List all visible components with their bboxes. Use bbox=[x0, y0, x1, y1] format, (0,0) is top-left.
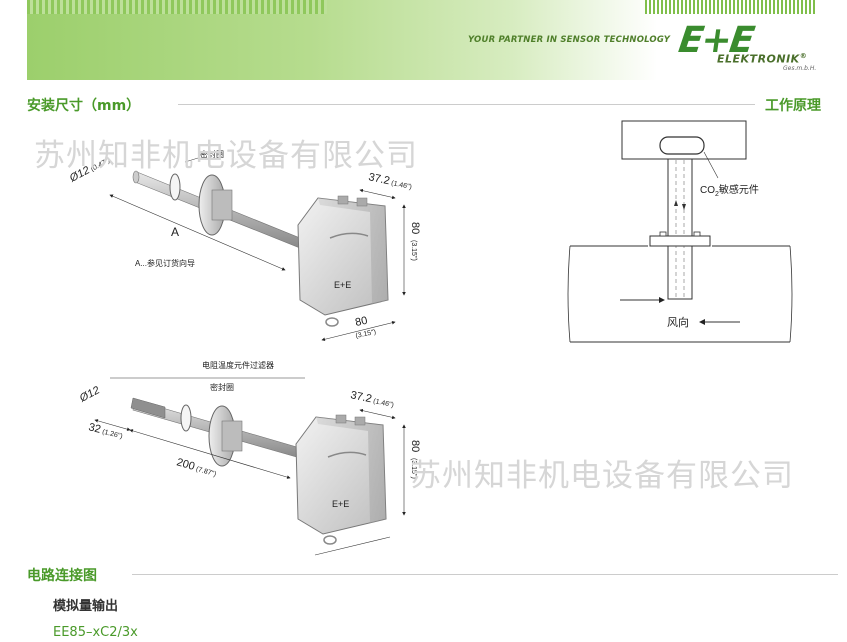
seal-ring bbox=[180, 404, 192, 432]
probe-tube bbox=[667, 158, 693, 300]
svg-text:E+E: E+E bbox=[332, 499, 349, 509]
header-banner: YOUR PARTNER IN SENSOR TECHNOLOGY E+E EL… bbox=[27, 0, 835, 80]
svg-text:200(7.87"): 200(7.87") bbox=[175, 456, 218, 479]
dim-tip-inch: (1.26") bbox=[101, 429, 123, 441]
top-sensor-drawing: E+E Ø12(0.47") 密封圈 37.2(1.46") 80 (3.15"… bbox=[67, 149, 421, 342]
banner-stripes-right bbox=[645, 0, 815, 14]
filter-label: 电阻温度元件过滤器 bbox=[202, 360, 274, 370]
dim-depth: 80 bbox=[354, 315, 368, 329]
output-title: 模拟量输出 bbox=[53, 599, 119, 614]
sensor-label-sub: 2 bbox=[715, 191, 719, 198]
brand-name: ELEKTRONIK® bbox=[717, 52, 807, 66]
model-number: EE85–xC2/3x bbox=[53, 625, 138, 640]
svg-text:37.2(1.46"): 37.2(1.46") bbox=[349, 389, 395, 410]
company-tagline: YOUR PARTNER IN SENSOR TECHNOLOGY bbox=[468, 35, 671, 45]
housing-logo-mark bbox=[329, 232, 369, 239]
dim-width-inch: (1.46") bbox=[390, 180, 412, 191]
svg-text:E+E: E+E bbox=[334, 280, 351, 290]
seal-label: 密封圈 bbox=[200, 149, 224, 159]
probe-tip bbox=[132, 170, 140, 184]
dim-height: 80 bbox=[409, 440, 421, 452]
duct-flange bbox=[649, 235, 711, 247]
dim-height-inch: (3.15") bbox=[410, 240, 417, 261]
dim-height: 80 bbox=[409, 222, 421, 234]
svg-text:CO2敏感元件: CO2敏感元件 bbox=[700, 183, 759, 198]
cable-gland bbox=[323, 535, 337, 545]
seal-label: 密封圈 bbox=[210, 382, 234, 392]
seal-ring bbox=[169, 173, 181, 201]
temperature-filter bbox=[130, 397, 166, 419]
section-divider bbox=[178, 104, 755, 105]
dim-width-inch: (1.46") bbox=[372, 398, 394, 409]
airflow-label: 风向 bbox=[667, 315, 689, 329]
dim-length-inch: (7.87") bbox=[195, 466, 217, 478]
co2-sensor-element bbox=[659, 136, 705, 155]
dim-length: 200 bbox=[175, 456, 196, 473]
bottom-sensor-drawing: E+E 电阻温度元件过滤器 Ø12 密封圈 37.2(1.46") 80 (3.… bbox=[77, 360, 421, 556]
sensor-label-co: CO bbox=[700, 185, 715, 196]
brand-text: ELEKTRONIK bbox=[717, 52, 800, 66]
watermark: 苏州知非机电设备有限公司 bbox=[34, 138, 418, 174]
dim-width: 37.2 bbox=[367, 171, 390, 187]
dim-height-inch: (3.15") bbox=[410, 458, 417, 479]
section-title-principle: 工作原理 bbox=[765, 98, 821, 114]
section-title-wiring: 电路连接图 bbox=[27, 568, 97, 584]
sensor-label-rest: 敏感元件 bbox=[719, 183, 759, 196]
section-title-dimensions: 安装尺寸（mm） bbox=[27, 98, 141, 114]
principle-diagram: CO2敏感元件 风向 bbox=[567, 120, 793, 343]
housing-logo-mark bbox=[327, 451, 367, 458]
section-divider bbox=[132, 574, 838, 575]
dim-width: 37.2 bbox=[349, 389, 372, 405]
svg-text:37.2(1.46"): 37.2(1.46") bbox=[367, 171, 413, 192]
dim-diameter: Ø12 bbox=[77, 384, 102, 405]
dim-depth-inch: (3.15") bbox=[355, 329, 377, 340]
dim-a-note: A...参见订货向导 bbox=[135, 258, 195, 268]
banner-stripes-left bbox=[27, 0, 327, 14]
watermark: 苏州知非机电设备有限公司 bbox=[410, 458, 794, 494]
dim-tip: 32 bbox=[87, 421, 102, 436]
brand-suffix: Ges.m.b.H. bbox=[783, 65, 817, 72]
dim-a-label: A bbox=[171, 225, 179, 239]
registered-mark: ® bbox=[799, 52, 808, 60]
svg-text:32(1.26"): 32(1.26") bbox=[87, 421, 124, 441]
cable-gland bbox=[325, 317, 339, 327]
